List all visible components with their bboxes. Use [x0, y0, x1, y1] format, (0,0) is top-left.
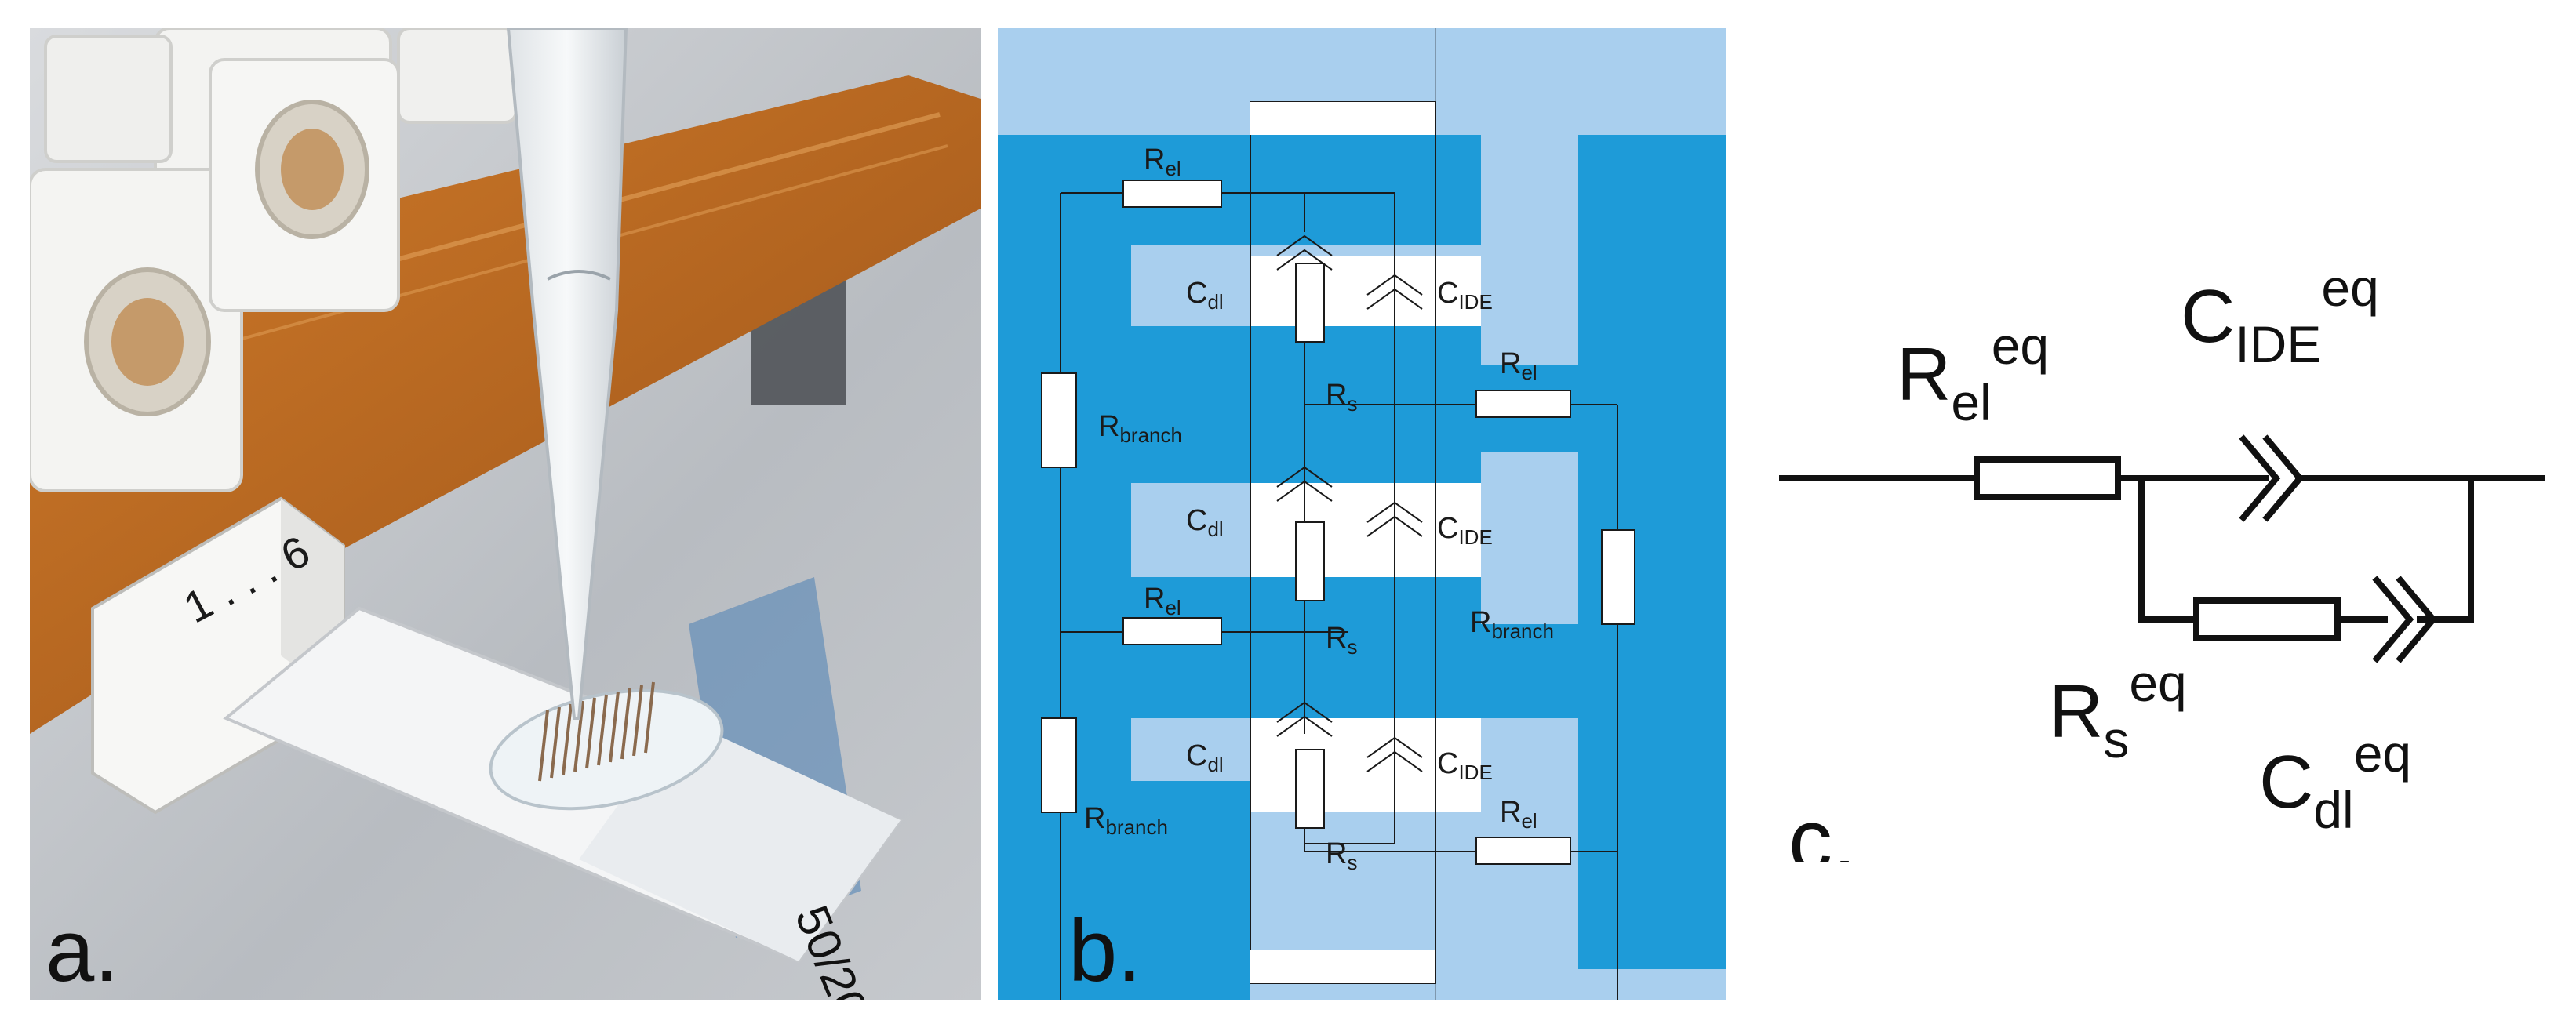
panel-a-label: a.	[45, 902, 118, 1000]
sensor-strip	[223, 606, 904, 964]
resistor-symbols	[1041, 180, 1635, 865]
resistor-r-s-1	[1295, 263, 1325, 343]
label-c-ide-3: CIDE	[1437, 747, 1493, 784]
connector-blocks	[30, 28, 518, 492]
photo-illustration: 1 . . . 6 50/200 a.	[30, 28, 981, 1000]
label-r-branch-1: Rbranch	[1098, 410, 1182, 447]
top-white-strip	[1250, 102, 1435, 135]
electrode-circuit-diagram: Rel Cdl CIDE Rs Rel Rbranch Cdl CIDE Rel…	[998, 28, 1726, 1000]
left-electrode	[998, 135, 1481, 1000]
resistor-r-el-1	[1122, 180, 1222, 208]
resistor-r-branch-3	[1041, 717, 1077, 813]
label-r-branch-2: Rbranch	[1470, 606, 1554, 643]
resistor-r-s-3	[1295, 749, 1325, 829]
label-c-dl-3: Cdl	[1186, 739, 1224, 776]
label-r-el-eq: Releq	[1897, 317, 2049, 431]
label-c-ide-eq: CIDEeq	[2181, 259, 2379, 373]
panel-c-label: c.	[1788, 791, 1857, 862]
label-c-dl-2: Cdl	[1186, 504, 1224, 541]
label-r-s-eq: Rseq	[2049, 654, 2187, 768]
equivalent-circuit-wires	[1779, 434, 2545, 663]
panel-c-circuit: Releq CIDEeq Rseq Cdleq c.	[1757, 78, 2576, 862]
gap-2	[1250, 483, 1481, 577]
pipette-tip	[506, 28, 628, 720]
resistor-r-s-eq	[2193, 597, 2341, 641]
label-r-s-1: Rs	[1326, 379, 1357, 416]
right-electrode	[1250, 135, 1726, 969]
resistor-r-branch-2	[1601, 529, 1635, 625]
label-r-el-1: Rel	[1144, 143, 1181, 180]
panel-a-photo: 1 . . . 6 50/200 a.	[30, 28, 981, 1000]
resistor-r-branch-1	[1041, 372, 1077, 468]
label-c-dl-eq: Cdleq	[2259, 724, 2411, 839]
label-r-el-4: Rel	[1500, 796, 1537, 833]
gap-1	[1250, 256, 1481, 326]
label-r-el-3: Rel	[1144, 583, 1181, 619]
gap-3	[1250, 718, 1481, 812]
resistor-r-el-4	[1475, 837, 1571, 865]
label-r-s-3: Rs	[1326, 837, 1357, 874]
equivalent-circuit: Releq CIDEeq Rseq Cdleq c.	[1779, 259, 2545, 862]
panel-b-label: b.	[1068, 902, 1141, 1000]
label-c-ide-1: CIDE	[1437, 277, 1493, 314]
label-r-s-2: Rs	[1326, 622, 1357, 659]
resistor-r-el-3	[1122, 617, 1222, 645]
bottom-white-strip	[1250, 950, 1435, 983]
resistor-r-s-2	[1295, 521, 1325, 601]
label-r-branch-3: Rbranch	[1084, 802, 1168, 839]
label-c-ide-2: CIDE	[1437, 512, 1493, 549]
label-r-el-2: Rel	[1500, 347, 1537, 384]
resistor-r-el-2	[1475, 390, 1571, 418]
label-c-dl-1: Cdl	[1186, 277, 1224, 314]
panel-b-diagram: Rel Cdl CIDE Rs Rel Rbranch Cdl CIDE Rel…	[998, 28, 1726, 1000]
resistor-r-el-eq	[1974, 456, 2121, 500]
